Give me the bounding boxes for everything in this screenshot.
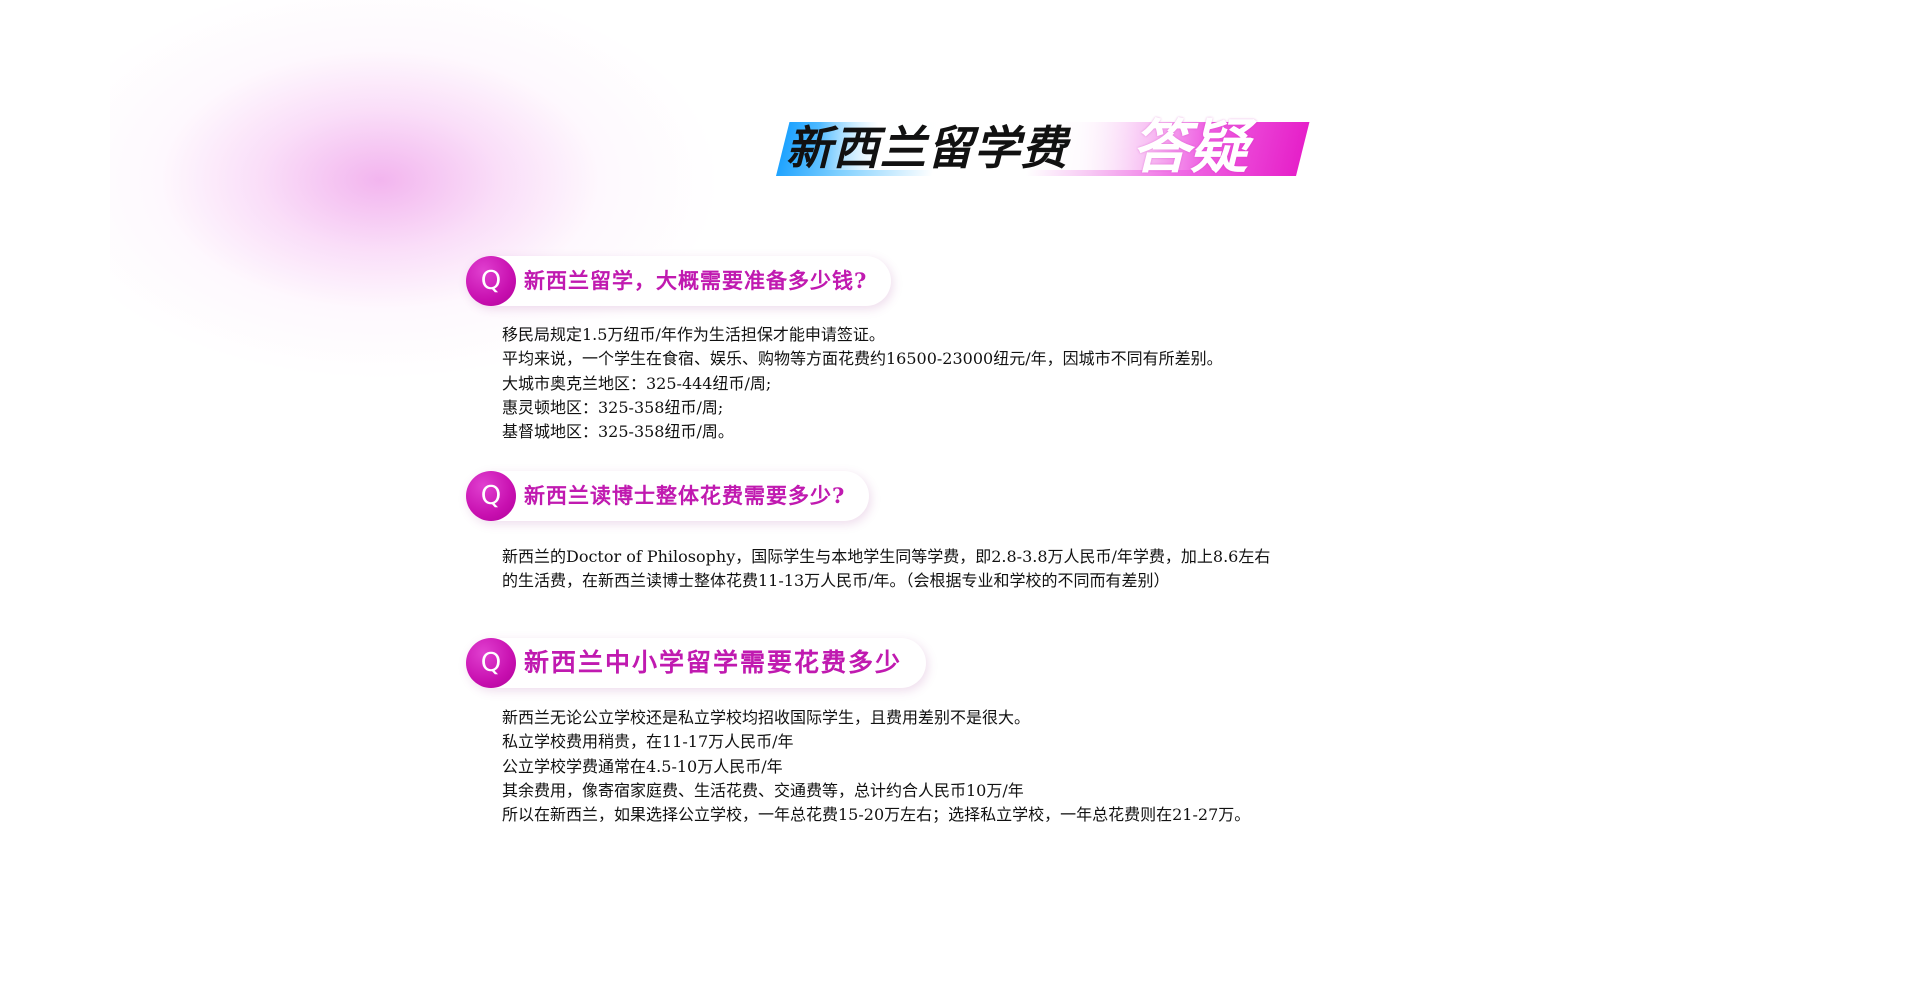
question-pill: Q 新西兰读博士整体花费需要多少?: [466, 471, 870, 521]
question-1: Q 新西兰留学，大概需要准备多少钱?: [466, 256, 892, 306]
question-2: Q 新西兰读博士整体花费需要多少?: [466, 471, 870, 521]
answer-line: 移民局规定1.5万纽币/年作为生活担保才能申请签证。: [502, 325, 885, 344]
page-title-accent: 答疑: [1132, 113, 1249, 181]
answer-line: 新西兰无论公立学校还是私立学校均招收国际学生，且费用差别不是很大。: [502, 708, 1031, 727]
question-3: Q 新西兰中小学留学需要花费多少: [466, 638, 927, 688]
answer-line: 惠灵顿地区：325-358纽币/周;: [502, 397, 724, 417]
answer-line: 平均来说，一个学生在食宿、娱乐、购物等方面花费约16500-23000纽元/年，…: [502, 349, 1223, 369]
page-title: 新西兰留学费: [786, 121, 1068, 175]
answer-2: 新西兰的Doctor of Philosophy，国际学生与本地学生同等学费，即…: [502, 545, 1270, 594]
question-pill: Q 新西兰中小学留学需要花费多少: [466, 638, 927, 688]
question-text: 新西兰中小学留学需要花费多少: [524, 648, 903, 677]
answer-1: 移民局规定1.5万纽币/年作为生活担保才能申请签证。 平均来说，一个学生在食宿、…: [502, 323, 1223, 444]
question-pill: Q 新西兰留学，大概需要准备多少钱?: [466, 256, 892, 306]
question-text: 新西兰留学，大概需要准备多少钱?: [524, 268, 868, 293]
page-title-banner: 新西兰留学费 答疑: [776, 100, 1310, 181]
answer-line: 的生活费，在新西兰读博士整体花费11-13万人民币/年。（会根据专业和学校的不同…: [502, 571, 1170, 591]
answer-line: 公立学校学费通常在4.5-10万人民币/年: [502, 756, 783, 776]
title-bar-highlight: [786, 122, 1206, 170]
question-text: 新西兰读博士整体花费需要多少?: [524, 483, 846, 508]
answer-line: 所以在新西兰，如果选择公立学校，一年总花费15-20万左右；选择私立学校，一年总…: [502, 805, 1251, 825]
q-icon: Q: [466, 638, 516, 688]
answer-3: 新西兰无论公立学校还是私立学校均招收国际学生，且费用差别不是很大。 私立学校费用…: [502, 706, 1250, 827]
q-icon: Q: [466, 256, 516, 306]
answer-line: 基督城地区：325-358纽币/周。: [502, 422, 734, 442]
answer-line: 私立学校费用稍贵，在11-17万人民币/年: [502, 732, 794, 752]
answer-line: 大城市奥克兰地区：325-444纽币/周;: [502, 373, 772, 393]
answer-line: 新西兰的Doctor of Philosophy，国际学生与本地学生同等学费，即…: [502, 547, 1271, 566]
background-glow: [110, 0, 830, 440]
q-icon: Q: [466, 471, 516, 521]
answer-line: 其余费用，像寄宿家庭费、生活花费、交通费等，总计约合人民币10万/年: [502, 780, 1024, 800]
